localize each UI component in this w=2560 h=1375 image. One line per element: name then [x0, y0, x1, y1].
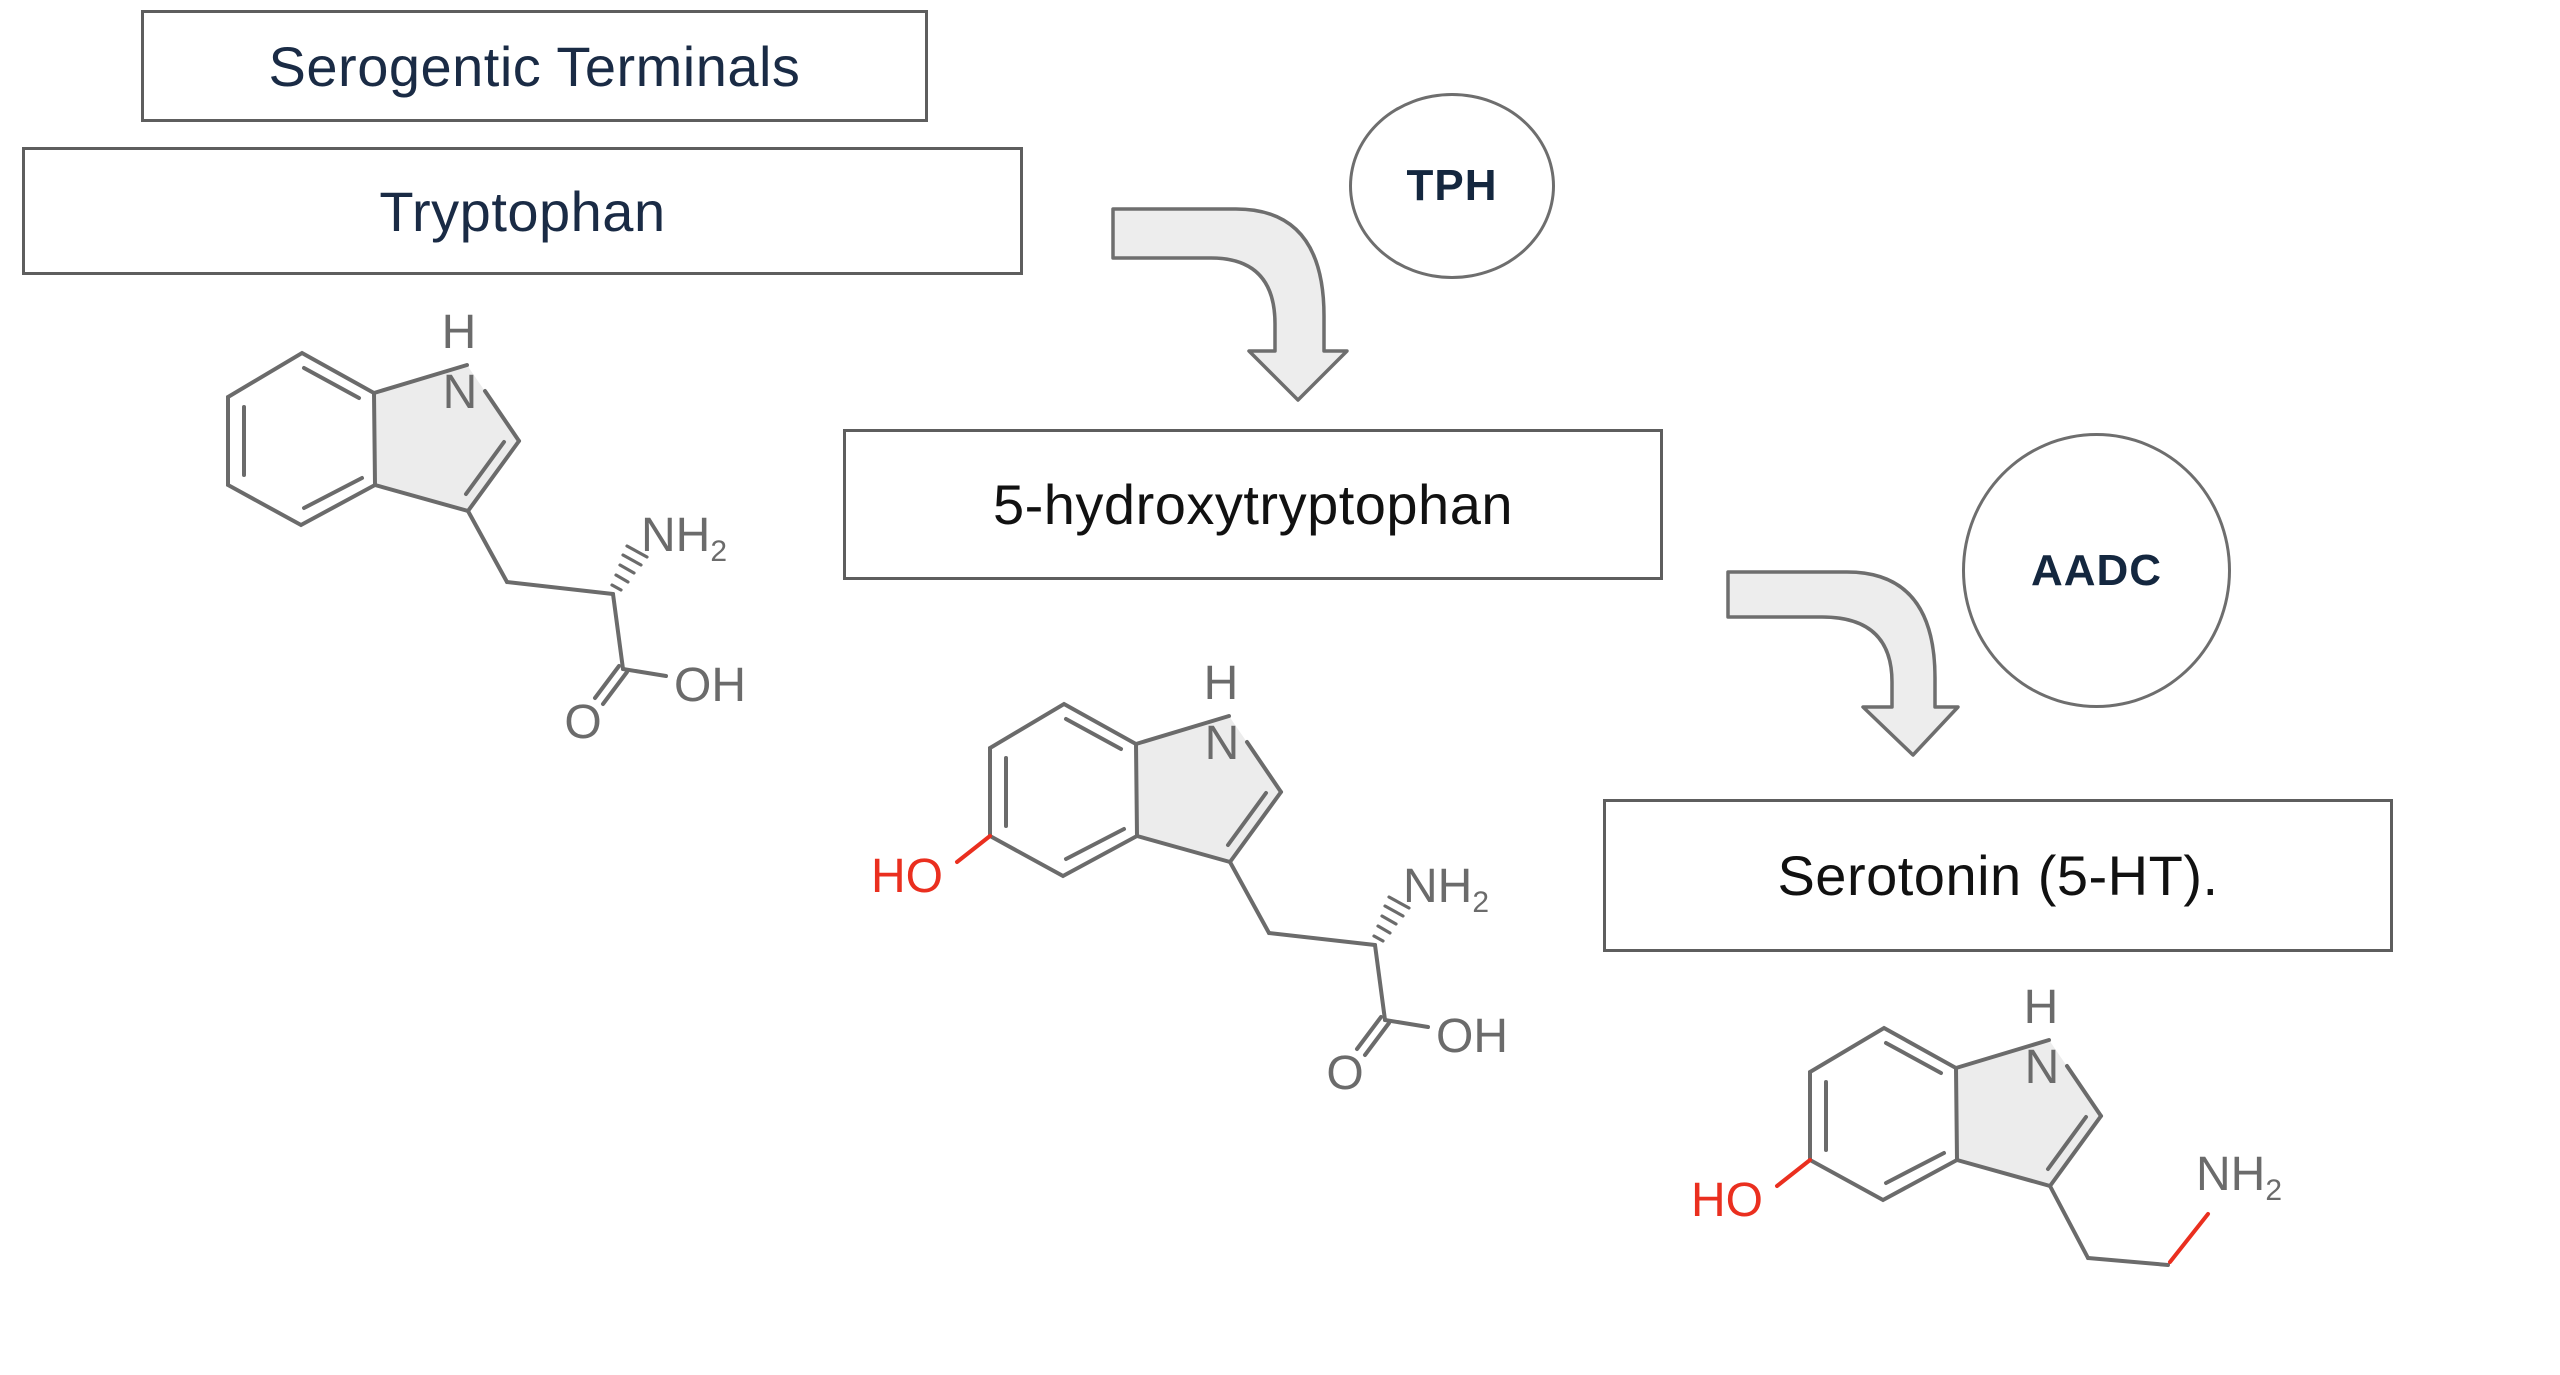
- double-bond: [1884, 1041, 1943, 1075]
- node-5-hydroxytryptophan-label: 5-hydroxytryptophan: [992, 473, 1513, 536]
- ring-bond: [1134, 714, 1231, 746]
- ring-bond: [373, 483, 470, 513]
- diagram-title-box: Serogentic Terminals: [141, 10, 928, 122]
- atom-label-oh: OH: [1436, 1010, 1508, 1063]
- amine-bond-red: [2168, 1212, 2210, 1264]
- double-bond: [1064, 827, 1126, 861]
- node-serotonin: Serotonin (5-HT).: [1603, 799, 2393, 952]
- chain-bond: [1373, 943, 1387, 1022]
- double-bond: [464, 440, 506, 496]
- chain-bond: [621, 667, 668, 678]
- chain-bond: [466, 509, 509, 584]
- ring-bond: [2065, 1064, 2103, 1118]
- ring-bond: [372, 363, 469, 395]
- atom-label-h: H: [2024, 981, 2059, 1034]
- double-bond: [1226, 791, 1268, 847]
- atom-label-nh2: NH2: [641, 509, 727, 568]
- benzene-ring: [1808, 1025, 1960, 1203]
- pyrrole-ring-fill: [1136, 716, 1281, 862]
- ring-bond: [483, 389, 521, 443]
- enzyme-tph-label: TPH: [1406, 161, 1498, 210]
- wedge-hash: [1383, 904, 1405, 918]
- wedge-hash: [1376, 924, 1392, 935]
- atom-label-oh: OH: [674, 659, 746, 712]
- carbonyl-double-bond: [593, 664, 621, 700]
- chain-bond: [1228, 860, 1271, 935]
- atom-label-o: O: [1326, 1047, 1363, 1100]
- ring-bond: [1135, 834, 1232, 864]
- ring-bond: [1245, 740, 1283, 794]
- node-tryptophan-label: Tryptophan: [379, 179, 666, 243]
- reaction-arrow-1: [1111, 207, 1349, 402]
- carbonyl-double-bond: [601, 670, 629, 706]
- wedge-hash: [1372, 934, 1385, 943]
- wedge-hash: [610, 583, 623, 592]
- wedge-hash: [621, 553, 643, 567]
- tryptophan-structure: H N NH2 O OH: [226, 306, 746, 749]
- chain-bond: [505, 580, 615, 596]
- ring-bond: [466, 439, 521, 513]
- wedge-hash: [1380, 914, 1398, 926]
- double-bond: [1884, 1151, 1946, 1185]
- serotonin-structure: H N HO NH2: [1691, 981, 2282, 1267]
- ring-bond: [1228, 790, 1283, 864]
- wedge-hash: [1387, 895, 1411, 910]
- enzyme-tph-badge: TPH: [1349, 93, 1555, 279]
- atom-label-ho: HO: [871, 850, 943, 903]
- atom-label-nh2: NH2: [1403, 860, 1489, 919]
- wedge-hash: [614, 573, 630, 584]
- enzyme-aadc-label: AADC: [2030, 545, 2163, 595]
- atom-label-h: H: [442, 306, 477, 359]
- atom-label-o: O: [564, 696, 601, 749]
- atom-label-ho: HO: [1691, 1174, 1763, 1227]
- atom-label-n: N: [443, 366, 478, 419]
- atom-label-nh2: NH2: [2196, 1148, 2282, 1207]
- chain-bond: [1383, 1018, 1430, 1029]
- double-bond: [302, 476, 364, 510]
- double-bond: [1064, 717, 1123, 751]
- carbonyl-double-bond: [1355, 1015, 1383, 1051]
- wedge-hash: [625, 544, 649, 559]
- chain-bond: [2048, 1184, 2090, 1260]
- double-bond: [302, 366, 361, 400]
- node-serotonin-label: Serotonin (5-HT).: [1777, 844, 2219, 907]
- ring-bond: [1955, 1158, 2052, 1188]
- carbonyl-double-bond: [1363, 1021, 1391, 1057]
- ring-bond: [1954, 1038, 2051, 1070]
- diagram-title: Serogentic Terminals: [268, 34, 801, 98]
- 5-hydroxytryptophan-structure: H N HO NH2 O OH: [871, 657, 1508, 1100]
- atom-label-h: H: [1204, 657, 1239, 710]
- node-tryptophan: Tryptophan: [22, 147, 1023, 275]
- chain-bond: [1267, 931, 1377, 947]
- double-bond: [2046, 1115, 2088, 1171]
- benzene-ring: [988, 701, 1140, 879]
- atom-label-n: N: [1205, 717, 1240, 770]
- chain-bond: [2086, 1256, 2170, 1267]
- enzyme-aadc-badge: AADC: [1962, 433, 2231, 708]
- benzene-ring: [226, 350, 378, 528]
- node-5-hydroxytryptophan: 5-hydroxytryptophan: [843, 429, 1663, 580]
- pyrrole-ring-fill: [1956, 1040, 2101, 1186]
- reaction-arrow-2: [1726, 570, 1960, 757]
- chain-bond: [611, 592, 625, 671]
- ring-bond: [2048, 1114, 2103, 1188]
- hydroxyl-bond-red: [1775, 1158, 1812, 1188]
- wedge-hash: [618, 563, 636, 575]
- atom-label-n: N: [2025, 1041, 2060, 1094]
- hydroxyl-bond-red: [955, 834, 992, 864]
- pyrrole-ring-fill: [374, 365, 519, 511]
